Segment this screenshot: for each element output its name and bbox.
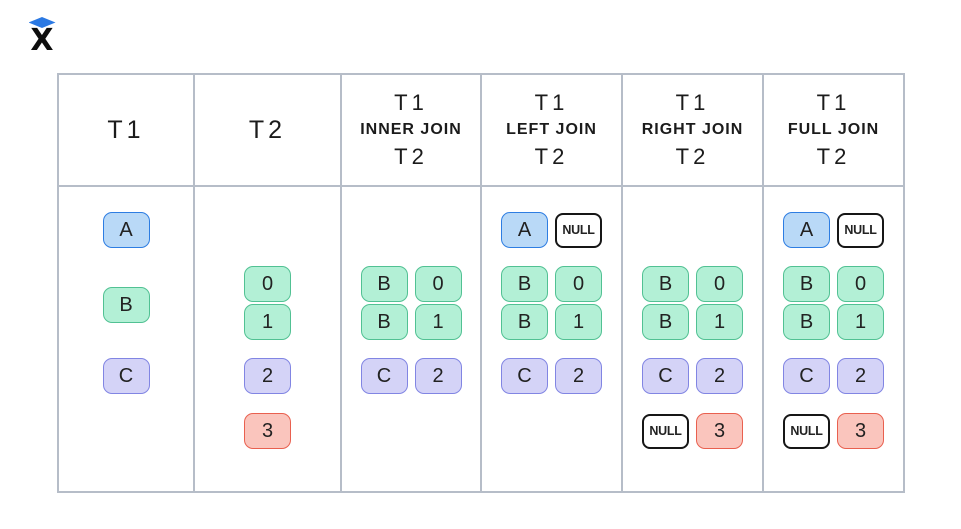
chip-0: 0 — [244, 266, 291, 302]
header-text: T1 — [394, 90, 428, 115]
chip-1: 1 — [555, 304, 602, 340]
chip-3: 3 — [837, 413, 884, 449]
chip-0: 0 — [837, 266, 884, 302]
chip-row: C — [59, 358, 193, 394]
chip-0: 0 — [555, 266, 602, 302]
logo-x-glyph: X — [30, 23, 54, 58]
chip-b: B — [783, 304, 830, 340]
chip-1: 1 — [837, 304, 884, 340]
chip-row: 1 — [195, 304, 340, 340]
header-text: T2 — [394, 144, 428, 169]
header-text: T1 — [675, 90, 710, 115]
null-chip: NULL — [642, 413, 689, 449]
chip-2: 2 — [696, 358, 743, 394]
chip-2: 2 — [244, 358, 291, 394]
chip-c: C — [360, 358, 408, 394]
chip-0: 0 — [414, 266, 462, 302]
chip-a: A — [102, 212, 150, 248]
chip-1: 1 — [414, 304, 462, 340]
chip-row: B — [59, 287, 193, 323]
header-text: T2 — [248, 115, 287, 144]
header-text: FULL JOIN — [787, 121, 880, 138]
chip-2: 2 — [837, 358, 884, 394]
null-chip: NULL — [555, 212, 602, 248]
chip-c: C — [501, 358, 548, 394]
header-text: RIGHT JOIN — [641, 121, 744, 138]
header-text: INNER JOIN — [360, 121, 462, 138]
chip-3: 3 — [696, 413, 743, 449]
chip-row: 2 — [195, 358, 340, 394]
chip-row: A — [59, 212, 193, 248]
header-cell-t1: T1 — [59, 75, 193, 185]
null-chip: NULL — [783, 413, 830, 449]
chip-b: B — [501, 266, 548, 302]
header-text: T2 — [534, 144, 569, 169]
chip-0: 0 — [696, 266, 743, 302]
chip-a: A — [783, 212, 830, 248]
chip-row: 3 — [195, 413, 340, 449]
chip-b: B — [102, 287, 150, 323]
chip-b: B — [642, 266, 689, 302]
chip-b: B — [501, 304, 548, 340]
header-text: T2 — [675, 144, 710, 169]
header-text: T1 — [816, 90, 851, 115]
chip-2: 2 — [555, 358, 602, 394]
chip-2: 2 — [414, 358, 462, 394]
chip-c: C — [783, 358, 830, 394]
chip-b: B — [783, 266, 830, 302]
diamond-icon — [28, 17, 56, 28]
header-text: T2 — [816, 144, 851, 169]
header-text: T1 — [534, 90, 569, 115]
chip-1: 1 — [696, 304, 743, 340]
app-logo: X — [25, 17, 59, 58]
chip-a: A — [501, 212, 548, 248]
header-text: T1 — [107, 115, 145, 144]
chip-3: 3 — [244, 413, 291, 449]
chip-b: B — [360, 304, 408, 340]
chip-1: 1 — [244, 304, 291, 340]
header-text: LEFT JOIN — [506, 121, 597, 138]
null-chip: NULL — [837, 212, 884, 248]
chip-c: C — [642, 358, 689, 394]
chip-c: C — [102, 358, 150, 394]
header-cell-t2: T2 — [193, 75, 340, 185]
chip-b: B — [642, 304, 689, 340]
chip-row: 0 — [195, 266, 340, 302]
chip-b: B — [360, 266, 408, 302]
